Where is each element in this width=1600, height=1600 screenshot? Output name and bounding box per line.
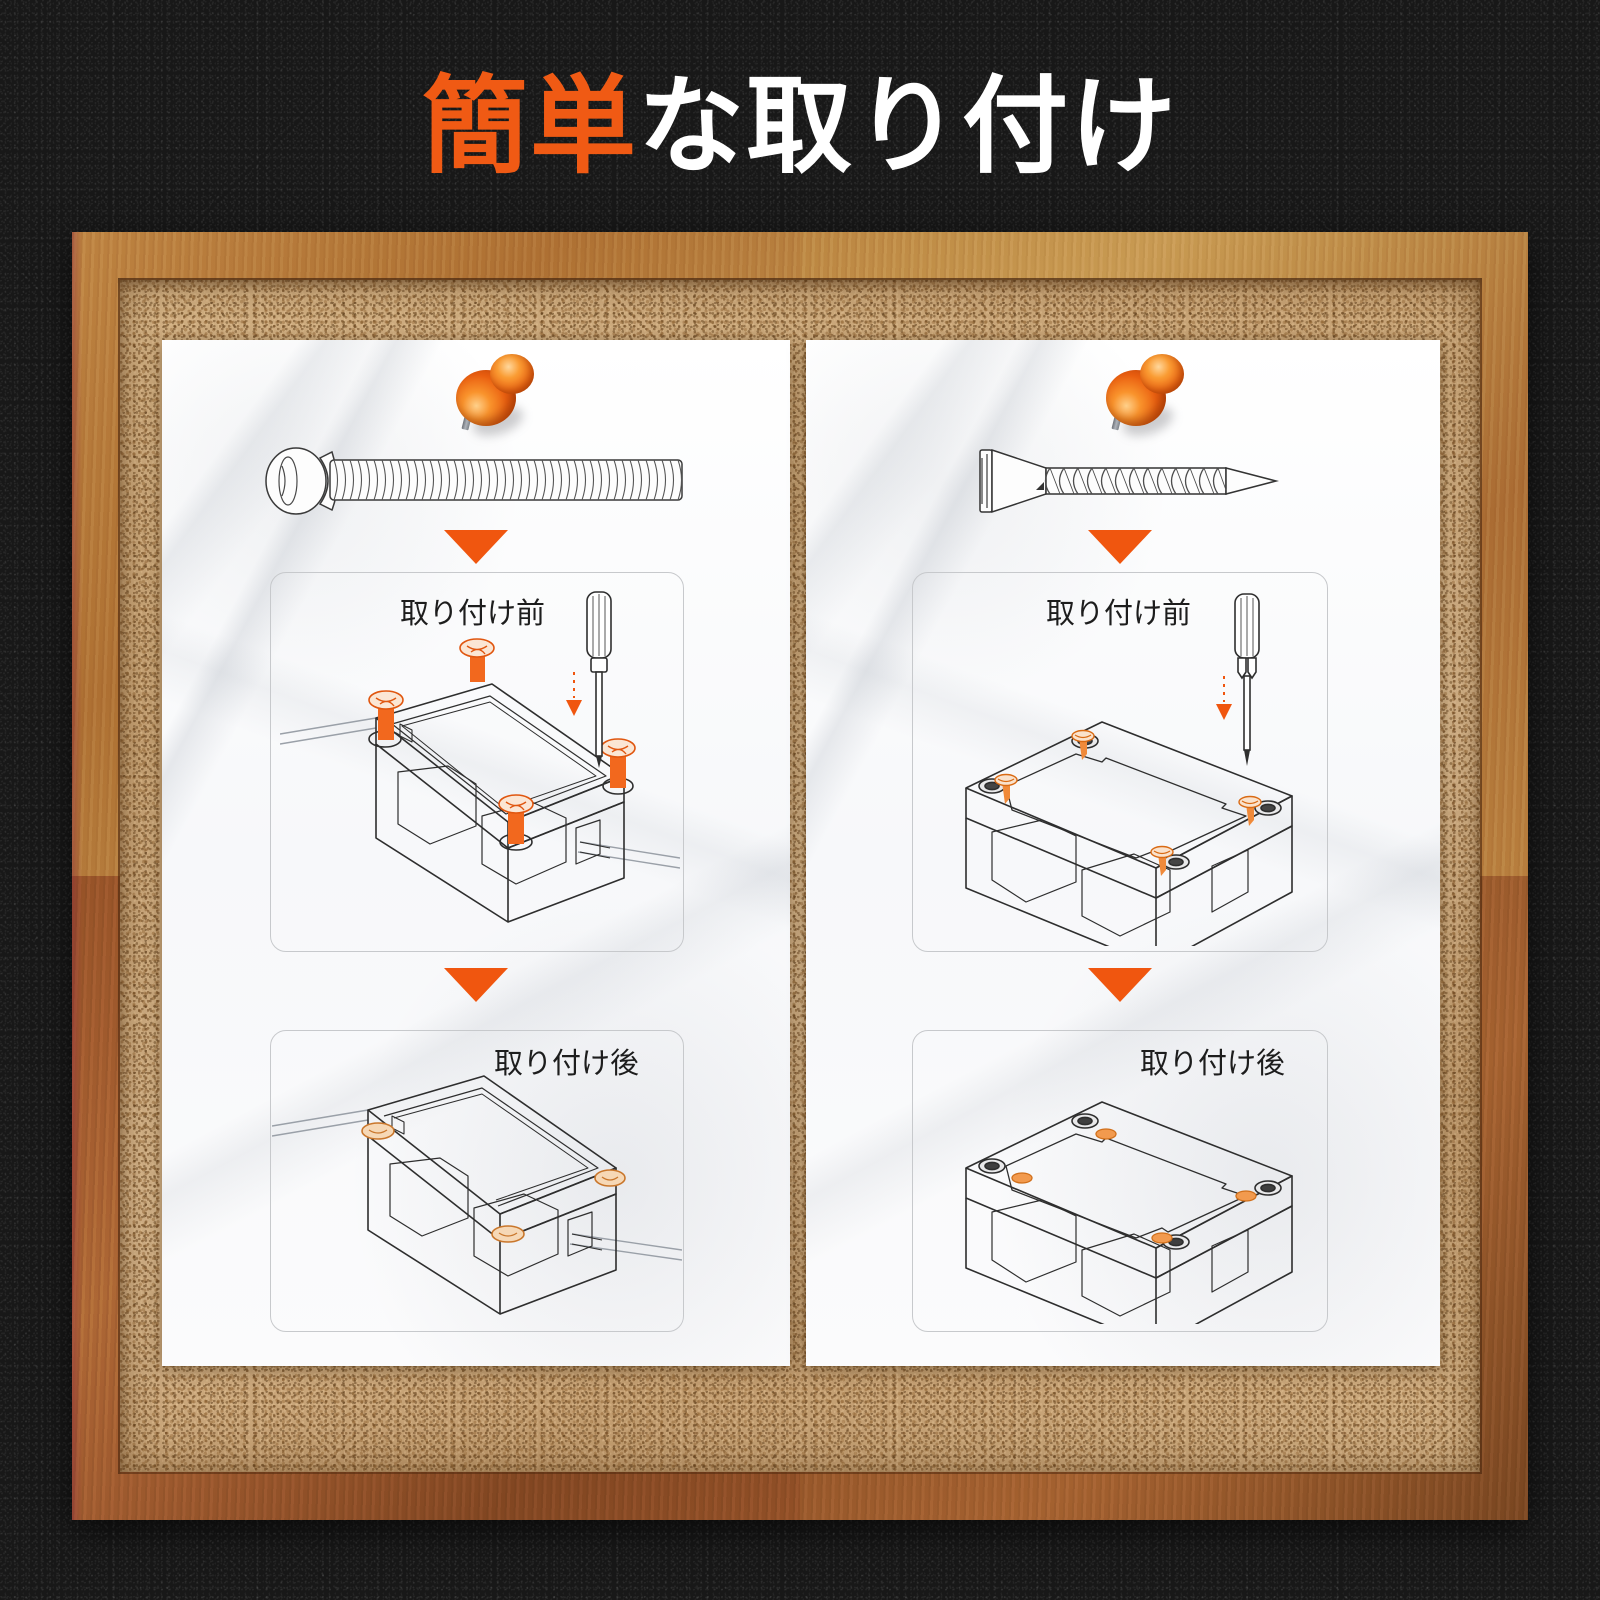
page-title-rest: な取り付け	[638, 65, 1178, 188]
pushpin-icon	[448, 352, 540, 442]
screwdriver-phillips-icon	[1210, 590, 1280, 778]
arrow-down-icon	[444, 968, 508, 1002]
panel-left-step1-box	[270, 572, 684, 952]
panel-right-step2-box	[912, 1030, 1328, 1332]
panel-right-sheet: 取り付け前	[806, 340, 1440, 1366]
screwdriver-flat-icon	[562, 588, 632, 778]
arrow-down-icon	[1088, 530, 1152, 564]
junction-box-before-right	[930, 636, 1330, 946]
pushpin-knob	[490, 354, 534, 394]
junction-box-after-left	[272, 1052, 682, 1324]
panel-right-step1-caption: 取り付け前	[1046, 596, 1192, 630]
panel-left-step2-box	[270, 1030, 684, 1332]
arrow-down-icon	[1088, 968, 1152, 1002]
junction-box-before-left	[280, 626, 680, 946]
pushpin-icon	[1098, 352, 1190, 442]
frame-edge-tint	[72, 232, 82, 1520]
pushpin-knob	[1140, 354, 1184, 394]
machine-screw-icon	[258, 436, 698, 526]
panel-left-sheet: 取り付け前	[162, 340, 790, 1366]
panel-right-step1-box	[912, 572, 1328, 952]
page-title: 簡単な取り付け	[0, 62, 1600, 192]
page-title-highlight: 簡単	[422, 65, 638, 188]
junction-box-after-right	[930, 1056, 1330, 1324]
arrow-down-icon	[444, 530, 508, 564]
panel-left-step2-caption: 取り付け後	[494, 1046, 640, 1080]
panel-left-step1-caption: 取り付け前	[400, 596, 546, 630]
self-tapping-screw-icon	[976, 438, 1316, 524]
panel-right-step2-caption: 取り付け後	[1140, 1046, 1286, 1080]
